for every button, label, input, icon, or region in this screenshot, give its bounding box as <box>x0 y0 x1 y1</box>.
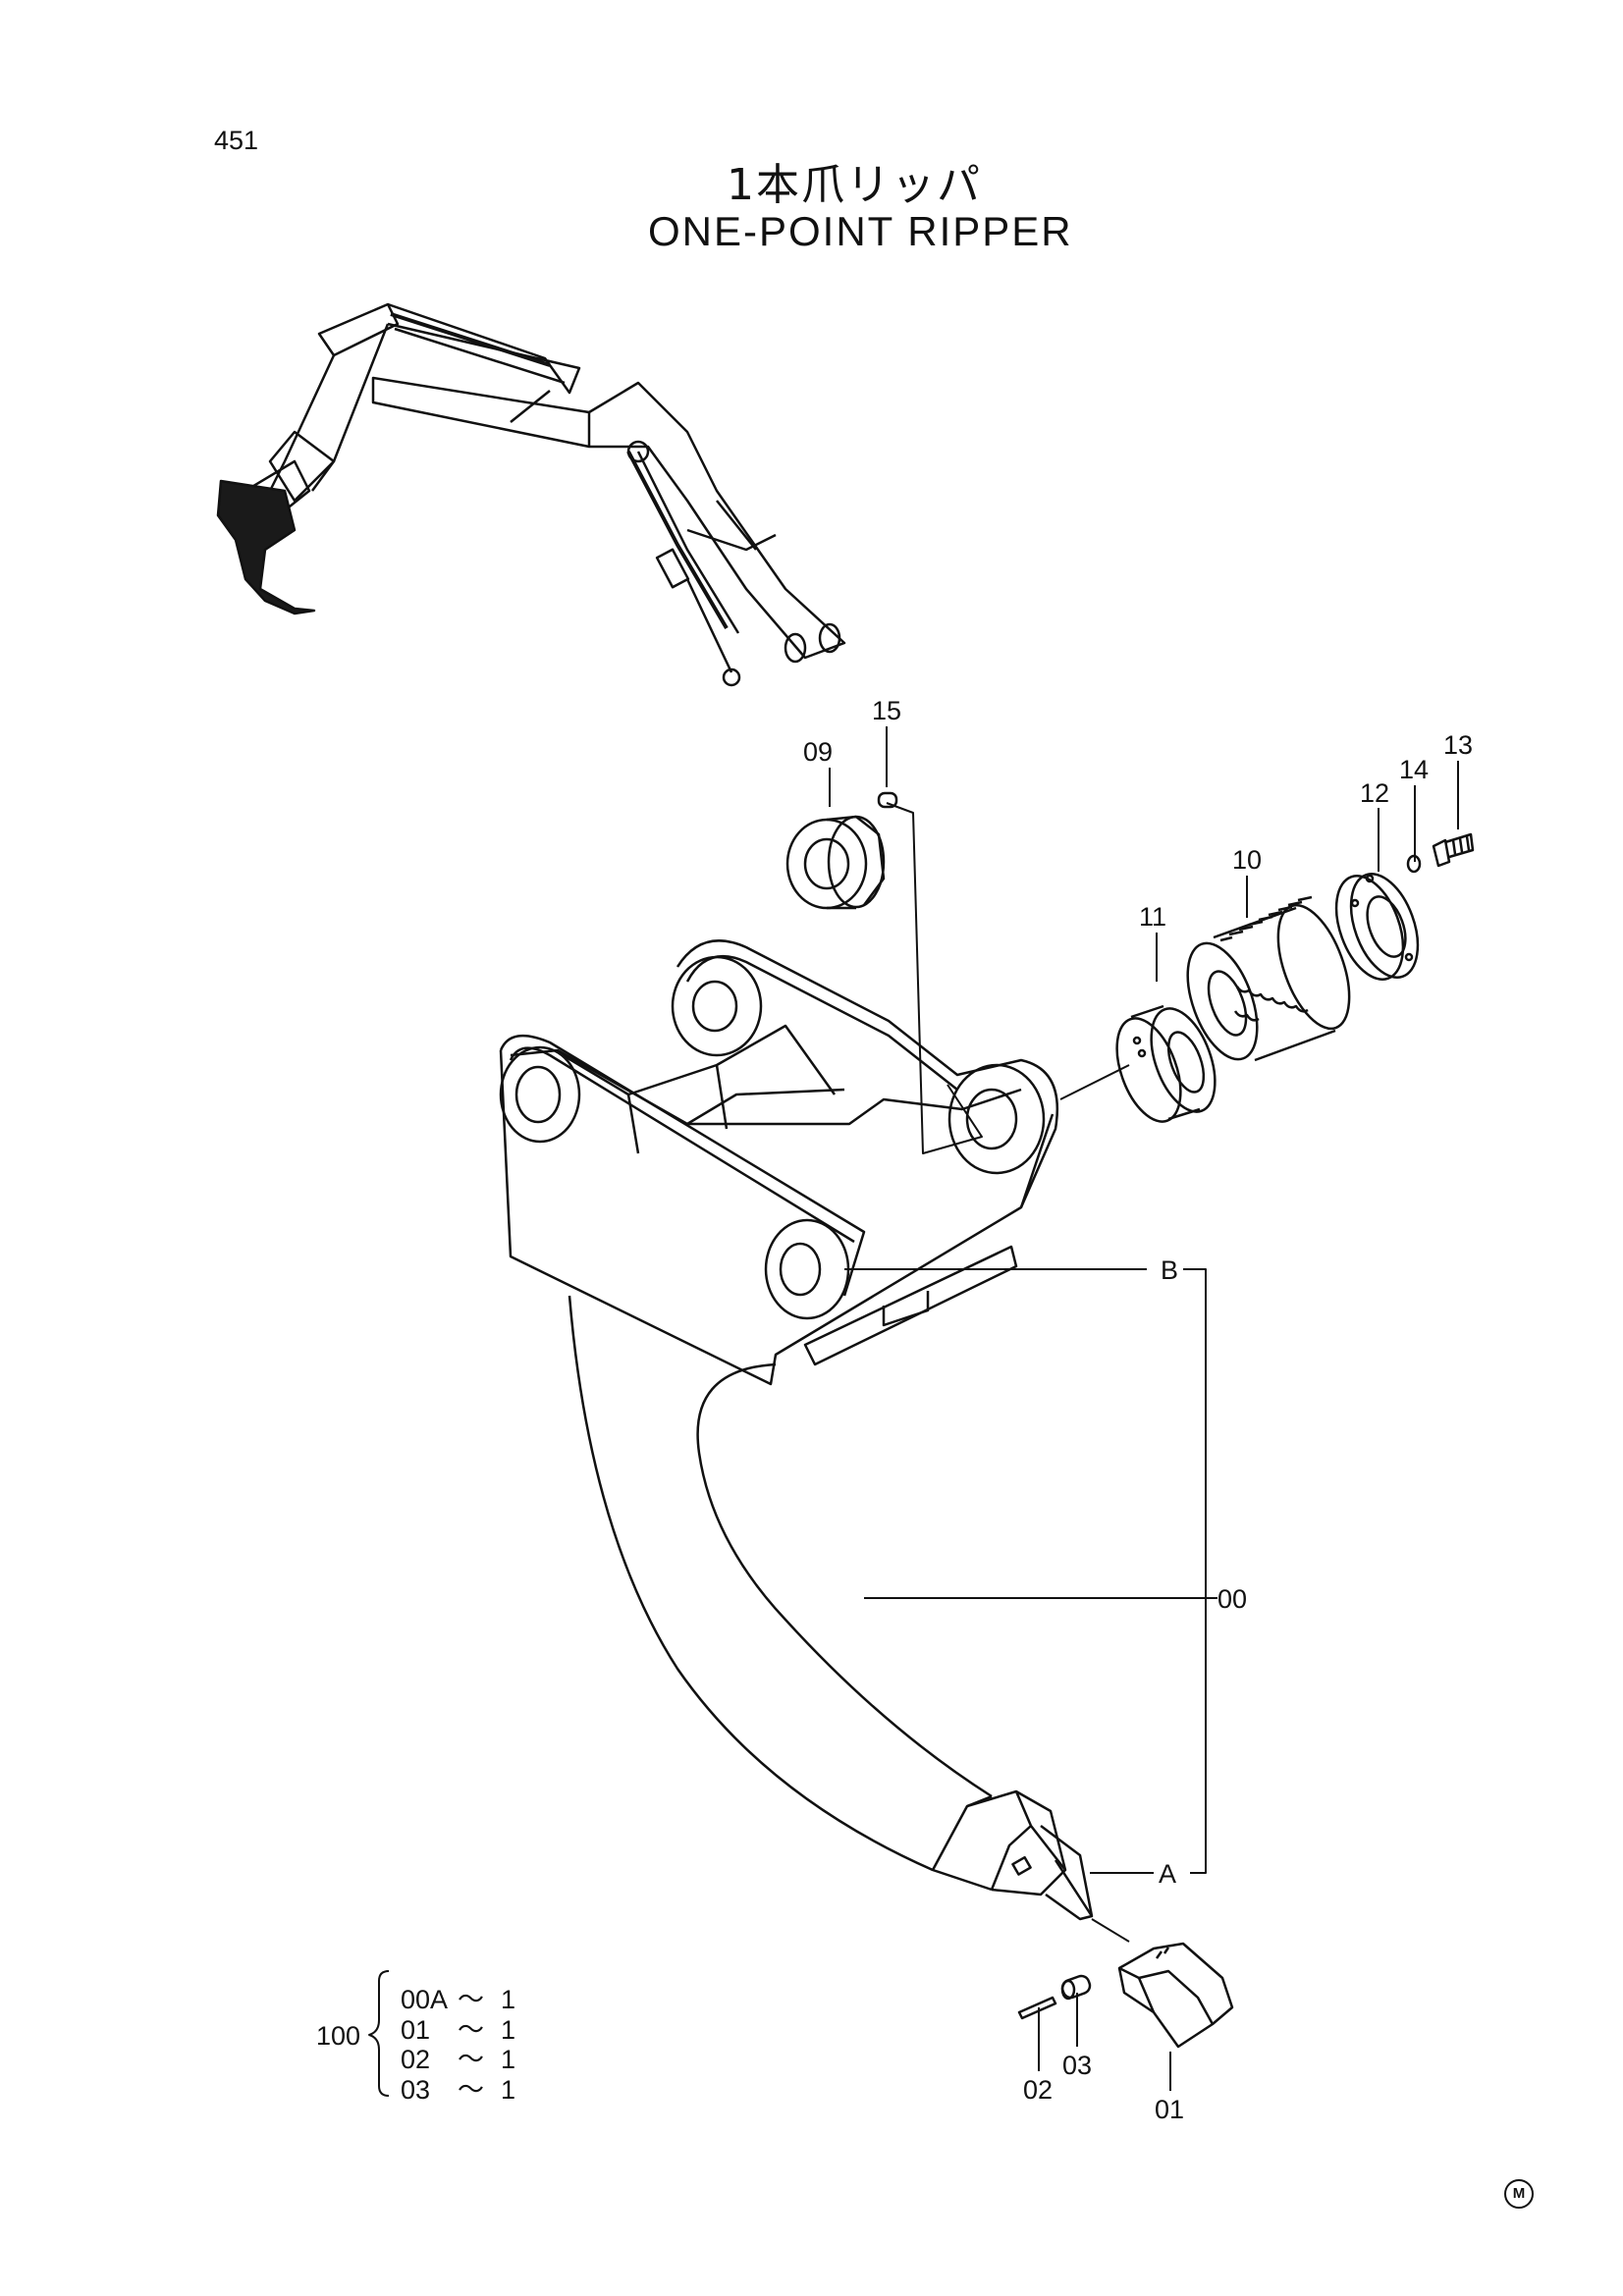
callout-15: 15 <box>872 696 901 725</box>
callout-02: 02 <box>1023 2075 1053 2105</box>
kit-list: 100 00A ～ 1 01 ～ 1 02 ～ 1 03 ～ 1 <box>316 1985 515 2105</box>
washer-part-14 <box>1406 854 1422 874</box>
callout-B: B <box>1161 1255 1178 1285</box>
pin-cap-part-09 <box>785 815 886 910</box>
end-plate-part-12 <box>1334 873 1420 981</box>
lock-retainer-part-03 <box>1060 1974 1092 2001</box>
tooth-point-part-01 <box>1117 1942 1234 2049</box>
callout-leaders <box>829 726 1459 2091</box>
callout-09: 09 <box>803 737 833 767</box>
kit-sep: ～ <box>458 2015 484 2045</box>
kit-row: 01 ～ 1 <box>401 2015 515 2045</box>
page-number: 451 <box>214 126 259 155</box>
callout-13: 13 <box>1443 730 1473 760</box>
callout-03: 03 <box>1062 2051 1092 2080</box>
kit-row: 02 ～ 1 <box>401 2045 515 2074</box>
callout-01: 01 <box>1155 2095 1184 2124</box>
kit-qty: 1 <box>501 2015 515 2045</box>
ring-plate-part-11 <box>1115 1004 1217 1123</box>
kit-brace <box>368 1970 390 2097</box>
bellows-part-10 <box>1186 895 1351 1062</box>
kit-sep: ～ <box>458 2045 484 2074</box>
excavator-arm-overview <box>216 302 846 687</box>
kit-row: 00A ～ 1 <box>401 1985 515 2014</box>
kit-row: 03 ～ 1 <box>401 2075 515 2105</box>
kit-part: 00A <box>401 1985 448 2014</box>
lock-pin-part-02 <box>1017 1996 1057 2020</box>
kit-part: 02 <box>401 2045 430 2074</box>
bolt-part-13 <box>1432 832 1475 868</box>
callout-12: 12 <box>1360 778 1389 808</box>
kit-part: 03 <box>401 2075 430 2105</box>
callout-A: A <box>1159 1859 1176 1889</box>
kit-qty: 1 <box>501 1985 515 2014</box>
callout-11: 11 <box>1139 902 1166 932</box>
callout-labels: 09 15 11 10 12 14 13 B 00 A 02 03 01 <box>803 696 1473 2124</box>
callout-00: 00 <box>1217 1584 1247 1614</box>
ripper-bracket-and-shank-part-00 <box>499 939 1094 1921</box>
callout-10: 10 <box>1232 845 1262 875</box>
circled-m-mark: M <box>1504 2179 1534 2209</box>
kit-sep: ～ <box>458 2075 484 2105</box>
title-english: ONE-POINT RIPPER <box>648 208 1073 254</box>
callout-14: 14 <box>1399 755 1429 784</box>
kit-id: 100 <box>316 2021 360 2051</box>
kit-sep: ～ <box>458 1985 484 2014</box>
title-japanese: 1本爪リッパ <box>727 160 982 210</box>
kit-qty: 1 <box>501 2045 515 2074</box>
spring-pin-part-15 <box>877 791 898 809</box>
kit-qty: 1 <box>501 2075 515 2105</box>
kit-part: 01 <box>401 2015 430 2045</box>
